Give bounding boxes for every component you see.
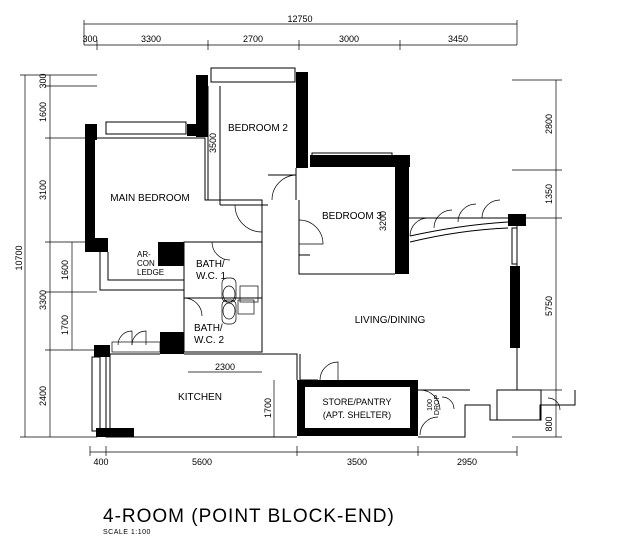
label-bath1-1: BATH/ [196, 259, 225, 270]
label-aircon-3: LEDGE [137, 268, 164, 277]
label-aircon-2: CON [137, 259, 155, 268]
title-block: 4-ROOM (POINT BLOCK-END) SCALE 1:100 [103, 506, 395, 536]
dim-left-3: 3100 [38, 180, 48, 200]
dim-door-a: 100 [427, 399, 434, 411]
label-bedroom3: BEDROOM 3 [322, 211, 382, 222]
dim-right-1: 2800 [544, 114, 554, 134]
label-store-2: (APT. SHELTER) [323, 410, 391, 420]
label-main-bedroom: MAIN BEDROOM [110, 193, 189, 204]
label-bath1-2: W.C. 1 [196, 271, 226, 282]
interior-dimensions: 3500 3200 2300 1700 100 DROP [188, 133, 441, 437]
dim-kitchen-depth: 1700 [263, 398, 273, 418]
dim-right-4: 800 [544, 416, 554, 431]
dim-right-2: 1350 [544, 184, 554, 204]
dim-top-5: 3450 [448, 34, 468, 44]
label-living-dining: LIVING/DINING [355, 315, 426, 326]
dim-bottom-2: 5600 [192, 457, 212, 467]
dim-bedroom2-depth: 3500 [208, 133, 218, 153]
dimension-lines: 12750 300 3300 2700 3000 3450 400 5600 3… [14, 14, 562, 467]
dim-left-4: 1600 [60, 260, 70, 280]
dim-door-b: DROP [434, 395, 441, 416]
dim-left-7: 2400 [38, 386, 48, 406]
dim-left-overall: 10700 [14, 245, 24, 270]
label-bath2-1: BATH/ [194, 323, 223, 334]
plan-scale: SCALE 1:100 [103, 529, 151, 536]
doors [117, 174, 561, 436]
dim-bottom-1: 400 [93, 457, 108, 467]
dim-top-4: 3000 [339, 34, 359, 44]
label-kitchen: KITCHEN [178, 392, 222, 403]
plan-title: 4-ROOM (POINT BLOCK-END) [103, 506, 395, 527]
label-bedroom2: BEDROOM 2 [228, 123, 288, 134]
label-bath2-2: W.C. 2 [194, 335, 224, 346]
dim-bottom-4: 2950 [457, 457, 477, 467]
dim-left-1: 300 [38, 73, 48, 88]
dim-top-3: 2700 [243, 34, 263, 44]
fixtures [111, 277, 259, 353]
room-labels: BEDROOM 2 MAIN BEDROOM BEDROOM 3 AR- CON… [110, 123, 425, 420]
dim-top-overall: 12750 [287, 14, 312, 24]
dim-left-2: 1600 [38, 102, 48, 122]
windows [87, 121, 518, 265]
dim-top-1: 300 [82, 34, 97, 44]
walls [85, 67, 576, 438]
label-store-1: STORE/PANTRY [322, 397, 391, 407]
dim-bath-width: 2300 [215, 362, 235, 372]
dim-left-6: 1700 [60, 315, 70, 335]
label-aircon-1: AR- [137, 250, 151, 259]
dim-top-2: 3300 [141, 34, 161, 44]
dim-right-3: 5750 [544, 296, 554, 316]
dim-bedroom3-depth: 3200 [378, 211, 388, 231]
dim-left-5: 3300 [38, 290, 48, 310]
dim-bottom-3: 3500 [347, 457, 367, 467]
